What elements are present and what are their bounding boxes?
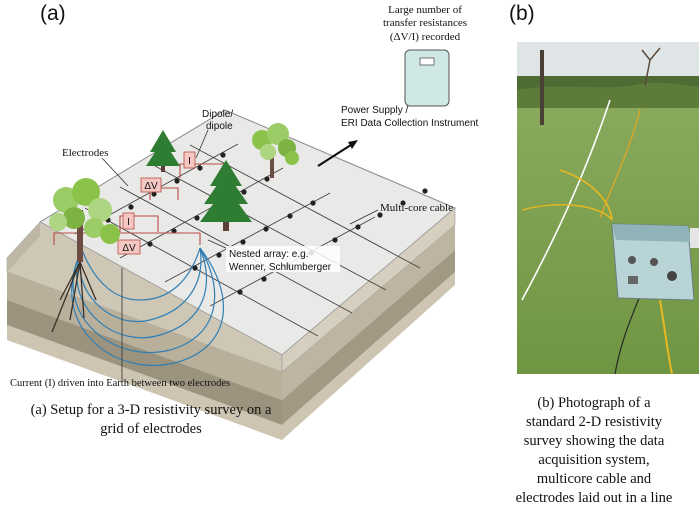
soil-layer-bottom [7, 325, 282, 440]
panel-b-caption-line: electrodes laid out in a line [515, 490, 673, 506]
electrode [194, 215, 200, 221]
left-edge [7, 222, 40, 272]
electrode [147, 241, 153, 247]
panel-b-caption-line: standard 2-D resistivity [525, 414, 663, 430]
panel-b-caption-line: multicore cable and [536, 471, 652, 487]
current-flow-lines [71, 247, 224, 367]
electrode [422, 188, 428, 194]
conifer-tree-front [200, 160, 252, 231]
electrode [355, 224, 361, 230]
electrode [151, 191, 157, 197]
data-collection-instrument [404, 49, 450, 107]
right-face-bottom [282, 272, 455, 440]
right-face-deep [282, 250, 455, 425]
deciduous-tree-left [49, 178, 120, 262]
panel-a-caption-line1: (a) Setup for a 3-D resistivity survey o… [30, 402, 272, 418]
dipole-label-line1: Dipole/ [202, 109, 233, 120]
nested-array-label-line1: Nested array: e.g. [229, 249, 308, 260]
electrode [197, 165, 203, 171]
transfer-resistances-line1: Large number of [388, 4, 462, 16]
electrode [192, 265, 198, 271]
panel-b-label: (b) [509, 2, 535, 25]
soil-layer-deep [7, 300, 282, 425]
multicore-cable-line [317, 140, 358, 167]
transfer-resistances-line3: (ΔV/I) recorded [390, 31, 461, 43]
conifer-tree-back [146, 130, 180, 172]
soil-layer-mid [7, 272, 282, 400]
dv-label: ΔV [144, 181, 158, 192]
electrode [171, 228, 177, 234]
deciduous-tree-right [252, 123, 299, 178]
current-label: I [127, 217, 130, 228]
electrode [261, 276, 267, 282]
i-marker-1: I [183, 151, 196, 169]
dv-marker-2: ΔV [117, 239, 141, 255]
power-supply-label-line2: ERI Data Collection Instrument [341, 118, 479, 129]
label-leaders [101, 129, 379, 380]
panel-b-caption-line: acquisition system, [538, 452, 650, 468]
panel-a-caption-line2: grid of electrodes [100, 421, 202, 437]
panel-b-caption: (b) Photograph of a standard 2-D resisti… [488, 394, 700, 508]
electrode [216, 252, 222, 258]
power-supply-label-line1: Power Supply / [341, 105, 408, 116]
dv-marker-1: ΔV [140, 177, 162, 193]
multicore-cable-label: Multi-core cable [380, 202, 453, 214]
electrode [264, 176, 270, 182]
dv-label: ΔV [122, 243, 136, 254]
electrode [241, 189, 247, 195]
electrode [287, 213, 293, 219]
tree-roots [51, 261, 97, 333]
electrode [377, 212, 383, 218]
electrode [240, 239, 246, 245]
electrode [220, 152, 226, 158]
current-note-label: Current (I) driven into Earth between tw… [10, 378, 230, 389]
nested-array-callout: Nested array: e.g. Wenner, Schlumberger [226, 246, 340, 273]
panel-a-caption: (a) Setup for a 3-D resistivity survey o… [6, 401, 296, 439]
electrode [237, 289, 243, 295]
panel-a-label: (a) [40, 2, 66, 25]
electrode [332, 237, 338, 243]
i-marker-2: I [122, 212, 135, 230]
field-photograph [517, 42, 699, 374]
nested-array-label-line2: Wenner, Schlumberger [229, 262, 332, 273]
electrode [128, 204, 134, 210]
electrode [174, 178, 180, 184]
panel-b-caption-line: survey showing the data [523, 433, 665, 449]
electrode [400, 200, 406, 206]
panel-b-caption-line: (b) Photograph of a [537, 395, 651, 411]
right-face-mid [282, 225, 455, 400]
electrode [310, 200, 316, 206]
current-label: I [188, 156, 191, 167]
electrodes-label: Electrodes [62, 147, 108, 159]
survey-block [6, 109, 456, 440]
dipole-label-line2: dipole [206, 121, 233, 132]
transfer-resistances-line2: transfer resistances [383, 17, 467, 29]
electrode [263, 226, 269, 232]
